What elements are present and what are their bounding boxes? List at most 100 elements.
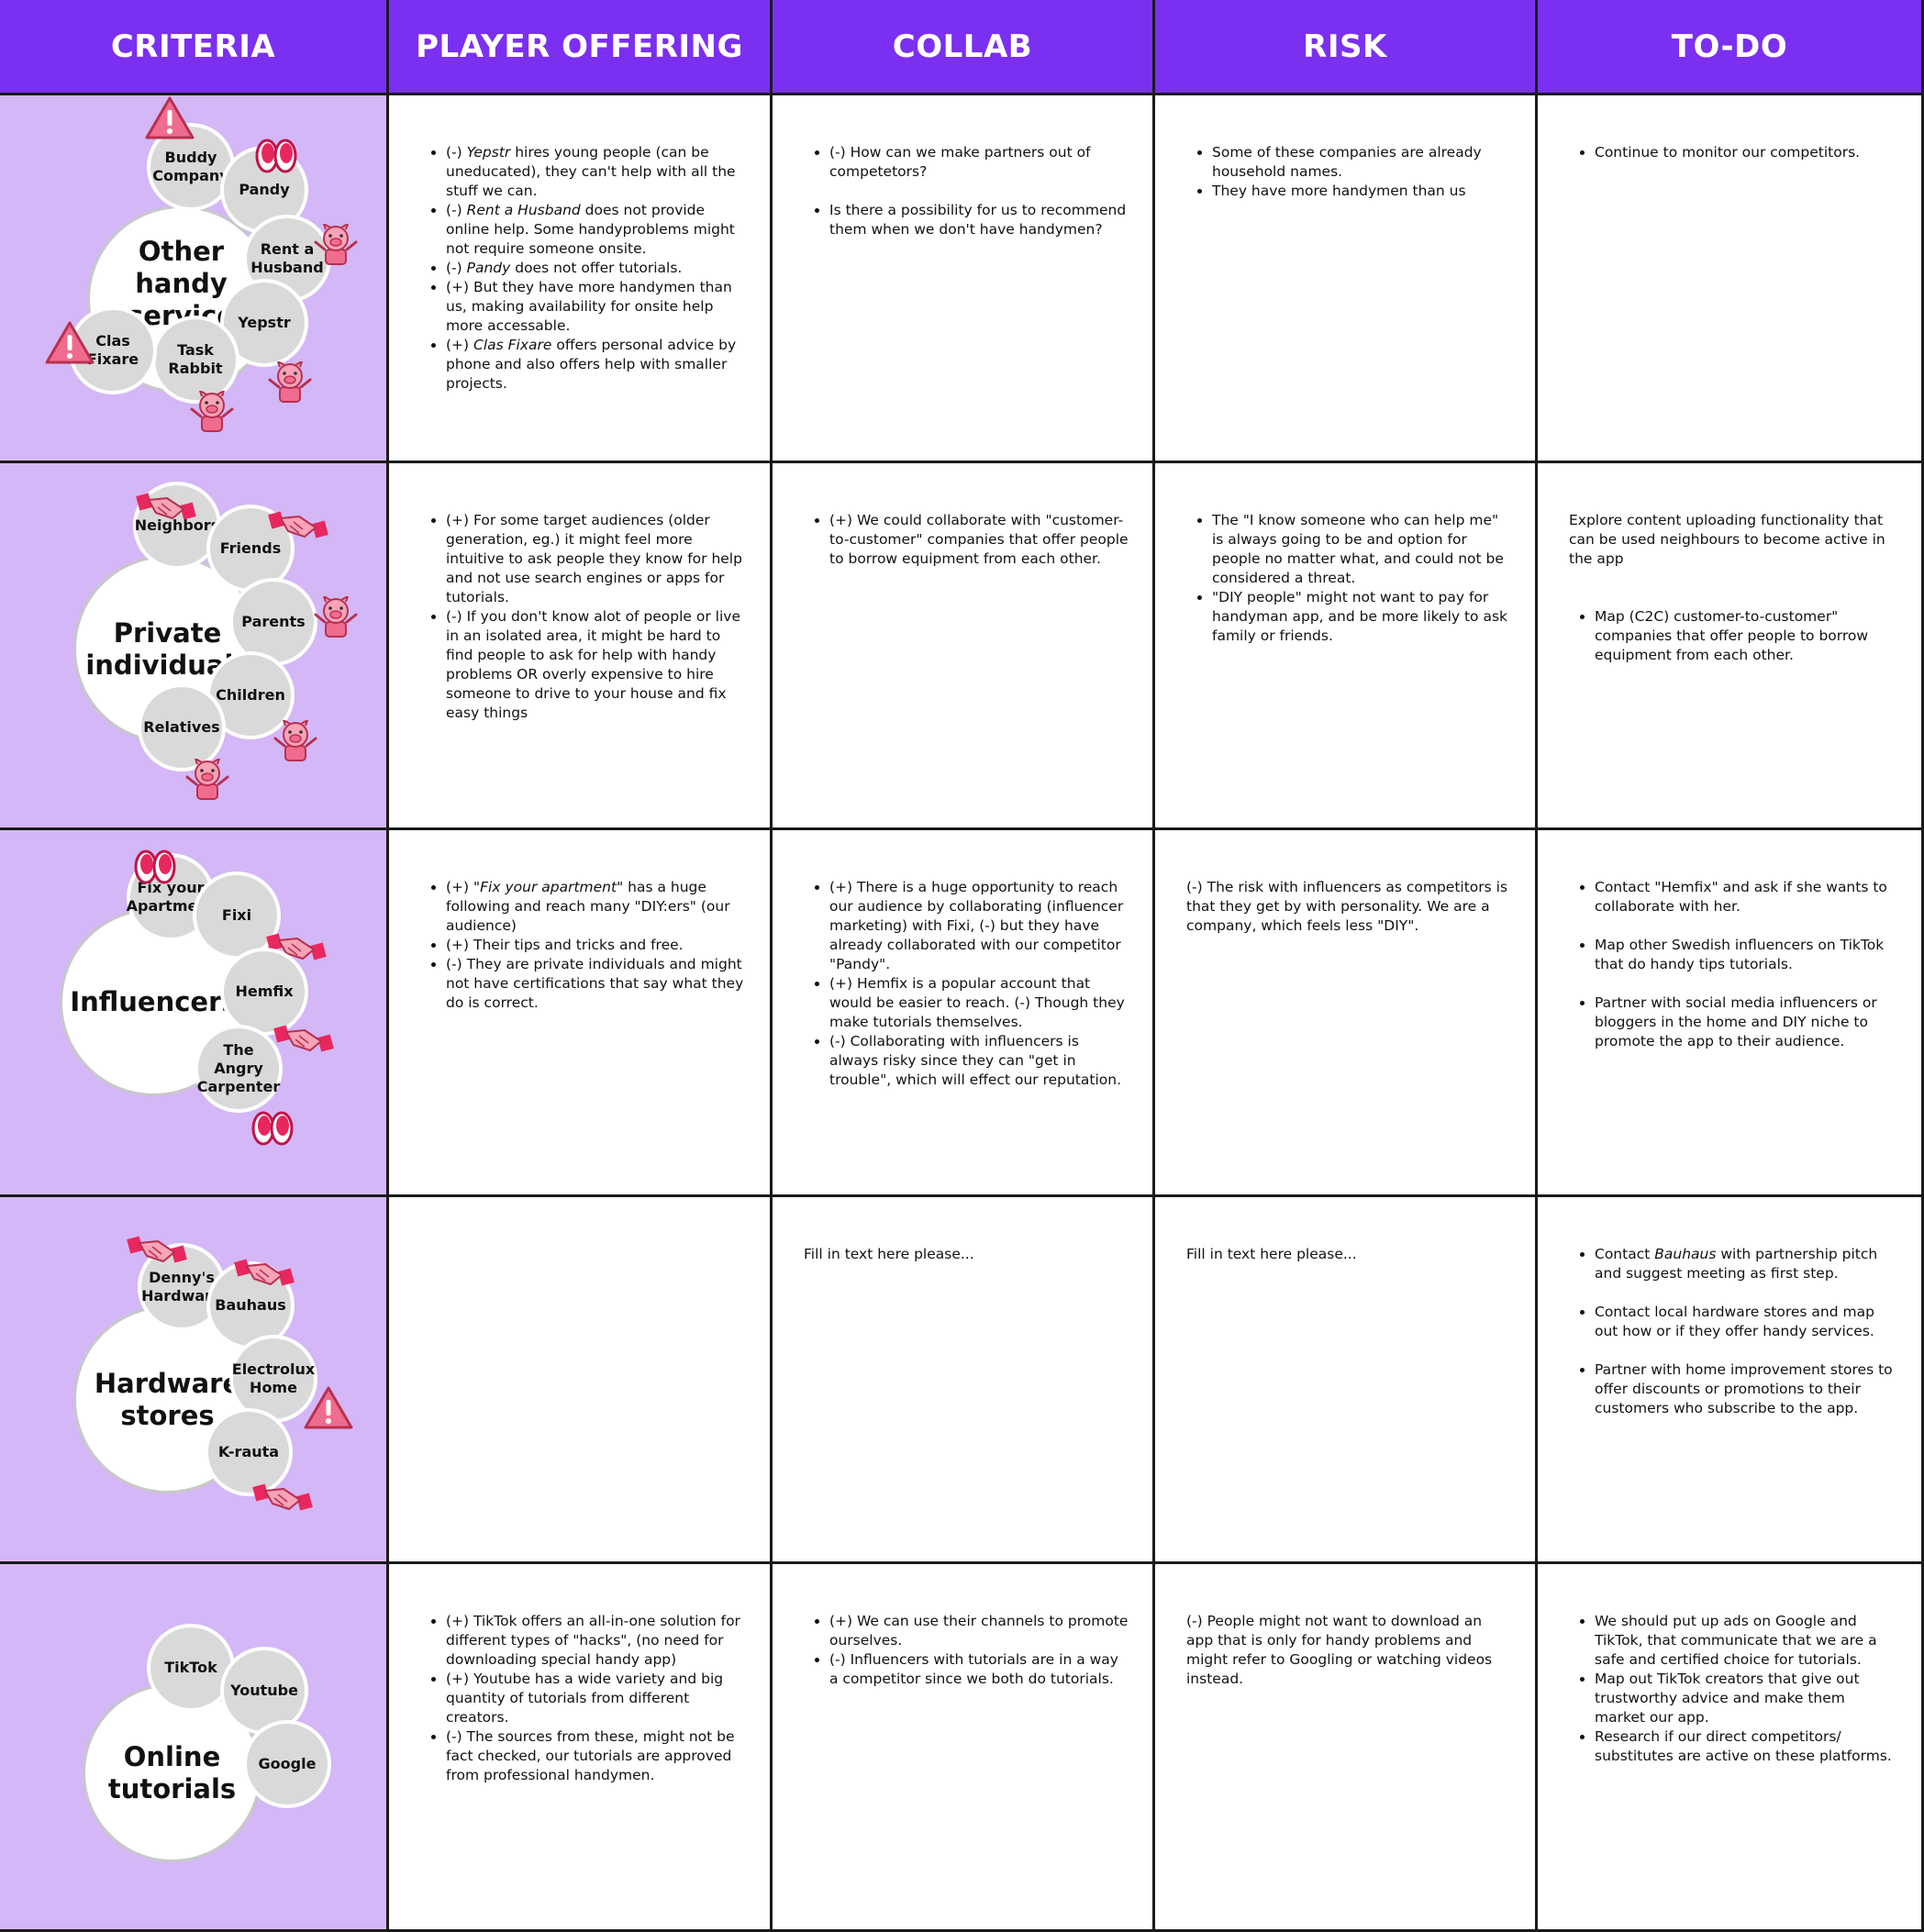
bullet-item: (+) But they have more handymen than us,… bbox=[446, 278, 746, 336]
player-name-line: K-rauta bbox=[217, 1443, 280, 1460]
player-name-line: Carpenter bbox=[196, 1078, 281, 1095]
text-segment: Contact "Hemfix" and ask if she wants to… bbox=[1595, 879, 1887, 915]
text-segment: does not offer tutorials. bbox=[510, 260, 683, 276]
text-segment: Contact bbox=[1595, 1246, 1655, 1262]
pig-icon bbox=[273, 717, 317, 761]
player-name-line: Company bbox=[152, 167, 229, 184]
bullet-item: "DIY people" might not want to pay for h… bbox=[1212, 588, 1511, 646]
bullet-item: (-) Rent a Husband does not provide onli… bbox=[446, 201, 746, 259]
bullet-item: (+) We can use their channels to promote… bbox=[829, 1612, 1129, 1650]
player-name: Friends bbox=[220, 539, 282, 558]
cell-offering bbox=[389, 1197, 773, 1564]
text-segment: hires young people (can be uneducated), … bbox=[446, 144, 736, 199]
cell-collab: Fill in text here please... bbox=[773, 1197, 1155, 1564]
pig-icon bbox=[268, 359, 312, 403]
bullet-item: (+) There is a huge opportunity to reach… bbox=[829, 878, 1129, 974]
bullet-item: (+) We could collaborate with "customer-… bbox=[829, 511, 1129, 569]
warning-icon bbox=[145, 96, 195, 139]
player-name-line: Task bbox=[177, 341, 214, 359]
criteria-title-line: Private bbox=[113, 616, 222, 649]
player-name-line: The Angry bbox=[214, 1041, 263, 1077]
text-segment: (+) " bbox=[446, 879, 481, 895]
text-segment: (-) If you don't know alot of people or … bbox=[446, 608, 741, 721]
player-name-line: Pandy bbox=[239, 181, 290, 198]
bullet-list: Continue to monitor our competitors. bbox=[1569, 143, 1897, 162]
spacer bbox=[829, 182, 1129, 201]
bullet-item: (-) Influencers with tutorials are in a … bbox=[829, 1650, 1129, 1689]
text-segment: (+) We could collaborate with "customer-… bbox=[829, 512, 1129, 567]
player-name: Youtube bbox=[230, 1682, 298, 1700]
player-name-line: Google bbox=[258, 1755, 317, 1772]
handshake-icon bbox=[273, 1025, 334, 1052]
text-segment: with partnership pitch and suggest meeti… bbox=[1595, 1246, 1878, 1282]
bullet-list: We should put up ads on Google and TikTo… bbox=[1569, 1612, 1897, 1766]
player-icon bbox=[234, 1257, 295, 1293]
cell-text: (-) The risk with influencers as competi… bbox=[1186, 879, 1508, 934]
pig-icon bbox=[314, 594, 358, 638]
text-segment: Contact local hardware stores and map ou… bbox=[1595, 1304, 1874, 1339]
bullet-item: (+) For some target audiences (older gen… bbox=[446, 511, 746, 607]
eyes-icon bbox=[255, 139, 297, 173]
player-name: Google bbox=[259, 1755, 317, 1773]
bullet-item: (+) Clas Fixare offers personal advice b… bbox=[446, 336, 746, 394]
eyes-icon bbox=[134, 849, 176, 884]
text-segment: Rent a Husband bbox=[466, 202, 581, 218]
text-segment: Clas Fixare bbox=[473, 337, 552, 353]
player-name: Neighbors bbox=[135, 516, 219, 535]
bullet-item: The "I know someone who can help me" is … bbox=[1212, 511, 1511, 588]
cell-todo: Contact "Hemfix" and ask if she wants to… bbox=[1538, 830, 1924, 1197]
criteria-title-line: tutorials bbox=[107, 1772, 237, 1804]
bullet-item: Map out TikTok creators that give out tr… bbox=[1595, 1670, 1897, 1727]
bullet-item: (-) The sources from these, might not be… bbox=[446, 1727, 746, 1785]
cell-collab: (-) How can we make partners out of comp… bbox=[773, 95, 1155, 463]
cell-todo: Continue to monitor our competitors. bbox=[1538, 95, 1924, 463]
cell-offering: (-) Yepstr hires young people (can be un… bbox=[389, 95, 773, 463]
player-name-line: Denny's bbox=[149, 1269, 215, 1286]
player-icon bbox=[136, 491, 196, 527]
text-segment: (+) There is a huge opportunity to reach… bbox=[829, 879, 1124, 972]
criteria-title-line: Hardware bbox=[94, 1367, 241, 1399]
bullet-item: Map other Swedish influencers on TikTok … bbox=[1595, 936, 1897, 974]
cell-todo: Explore content uploading functionality … bbox=[1538, 463, 1924, 830]
player-name: Pandy bbox=[239, 181, 289, 199]
text-segment: Map out TikTok creators that give out tr… bbox=[1595, 1671, 1860, 1726]
text-segment: Map (C2C) customer-to-customer" companie… bbox=[1595, 608, 1869, 663]
cell-offering: (+) "Fix your apartment" has a huge foll… bbox=[389, 830, 773, 1197]
player-name-line: Children bbox=[216, 686, 285, 704]
criteria-title-text: Influencers bbox=[70, 986, 237, 1018]
player-icon bbox=[252, 1482, 313, 1517]
player-name-line: Yepstr bbox=[238, 314, 291, 331]
text-segment: (-) The sources from these, might not be… bbox=[446, 1728, 735, 1783]
bullet-item: Contact local hardware stores and map ou… bbox=[1595, 1303, 1897, 1341]
cell-text: (-) People might not want to download an… bbox=[1186, 1613, 1493, 1687]
criteria-cell: Other handyserviceprovidersBuddyCompanyP… bbox=[0, 95, 389, 463]
player-bubble: Relatives bbox=[138, 683, 226, 772]
bullet-list: Some of these companies are already hous… bbox=[1186, 143, 1511, 201]
text-segment: Some of these companies are already hous… bbox=[1212, 144, 1482, 180]
bullet-item: (-) Collaborating with influencers is al… bbox=[829, 1032, 1129, 1090]
player-icon bbox=[272, 717, 319, 767]
player-icon bbox=[255, 138, 297, 179]
cell-risk: The "I know someone who can help me" is … bbox=[1155, 463, 1538, 830]
player-name: Yepstr bbox=[238, 314, 290, 332]
player-name: TikTok bbox=[164, 1659, 217, 1677]
text-segment: Is there a possibility for us to recomme… bbox=[829, 202, 1127, 238]
player-name-line: Relatives bbox=[143, 718, 220, 736]
cell-risk: Fill in text here please... bbox=[1155, 1197, 1538, 1564]
player-icon bbox=[273, 1023, 334, 1059]
spacer bbox=[1595, 974, 1897, 994]
cell-text: Fill in text here please... bbox=[804, 1246, 974, 1262]
player-icon bbox=[144, 95, 195, 146]
text-segment: Research if our direct competitors/ subs… bbox=[1595, 1728, 1892, 1764]
bullet-item: Continue to monitor our competitors. bbox=[1595, 143, 1897, 162]
player-name: Relatives bbox=[143, 718, 219, 737]
player-icon bbox=[303, 1385, 354, 1436]
player-name: Fixi bbox=[222, 906, 251, 925]
text-segment: "DIY people" might not want to pay for h… bbox=[1212, 589, 1508, 644]
